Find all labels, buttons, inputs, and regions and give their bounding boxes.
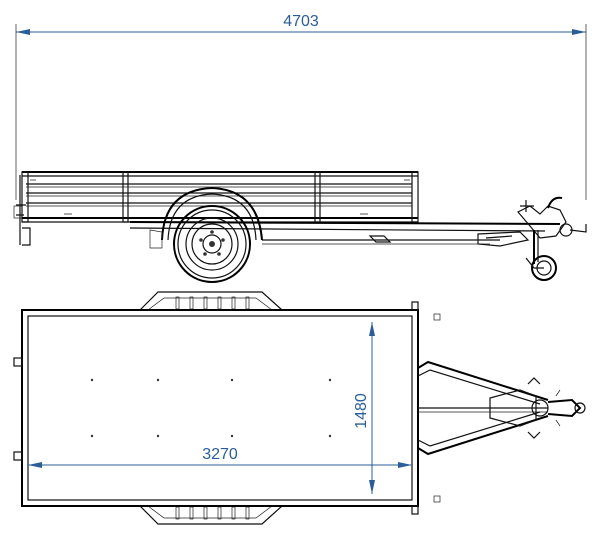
box-length-label: 3270 (202, 446, 238, 463)
overall-length-dimension: 4703 (15, 13, 587, 200)
side-view (13, 171, 587, 283)
floor-rivets (90, 378, 332, 438)
box-width-label: 1480 (353, 393, 370, 429)
top-view (13, 291, 586, 525)
overall-length-label: 4703 (283, 13, 319, 30)
box-length-dimension: 3270 (28, 446, 412, 468)
fender-tread-pattern (175, 296, 250, 520)
box-width-dimension: 1480 (353, 322, 375, 494)
